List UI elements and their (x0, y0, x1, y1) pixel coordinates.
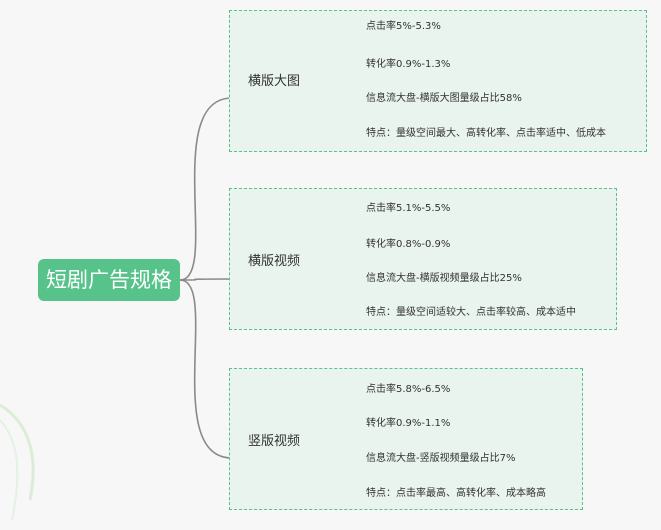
decorative-swoosh (0, 419, 19, 521)
leaf-item[interactable]: 信息流大盘-竖版视频量级占比7% (366, 453, 516, 464)
root-connector (179, 279, 233, 459)
root-node[interactable]: 短剧广告规格 (38, 259, 180, 301)
leaf-item[interactable]: 特点：点击率最高、高转化率、成本略高 (366, 488, 546, 499)
leaf-item[interactable]: 转化率0.8%-0.9% (366, 239, 451, 250)
root-connector (179, 278, 233, 281)
leaf-item[interactable]: 特点：量级空间最大、高转化率、点击率适中、低成本 (366, 128, 606, 139)
leaf-item[interactable]: 转化率0.9%-1.1% (366, 418, 451, 429)
branch-box-vertical-video (229, 368, 583, 510)
leaf-item[interactable]: 信息流大盘-横版大图量级占比58% (366, 93, 522, 104)
leaf-item[interactable]: 信息流大盘-横版视频量级占比25% (366, 273, 522, 284)
branch-box-horizontal-image (229, 10, 647, 152)
leaf-item[interactable]: 特点：量级空间适较大、点击率较高、成本适中 (366, 307, 576, 318)
leaf-item[interactable]: 转化率0.9%-1.3% (366, 59, 451, 70)
root-connector (179, 97, 233, 281)
branch-label-vertical-video[interactable]: 竖版视频 (248, 434, 301, 449)
leaf-item[interactable]: 点击率5.1%-5.5% (366, 203, 451, 214)
branch-label-horizontal-image[interactable]: 横版大图 (248, 74, 301, 89)
branch-box-horizontal-video (229, 188, 617, 330)
leaf-item[interactable]: 点击率5%-5.3% (366, 21, 441, 32)
branch-label-horizontal-video[interactable]: 横版视频 (248, 254, 301, 269)
leaf-item[interactable]: 点击率5.8%-6.5% (366, 384, 451, 395)
decorative-swoosh (0, 403, 35, 501)
